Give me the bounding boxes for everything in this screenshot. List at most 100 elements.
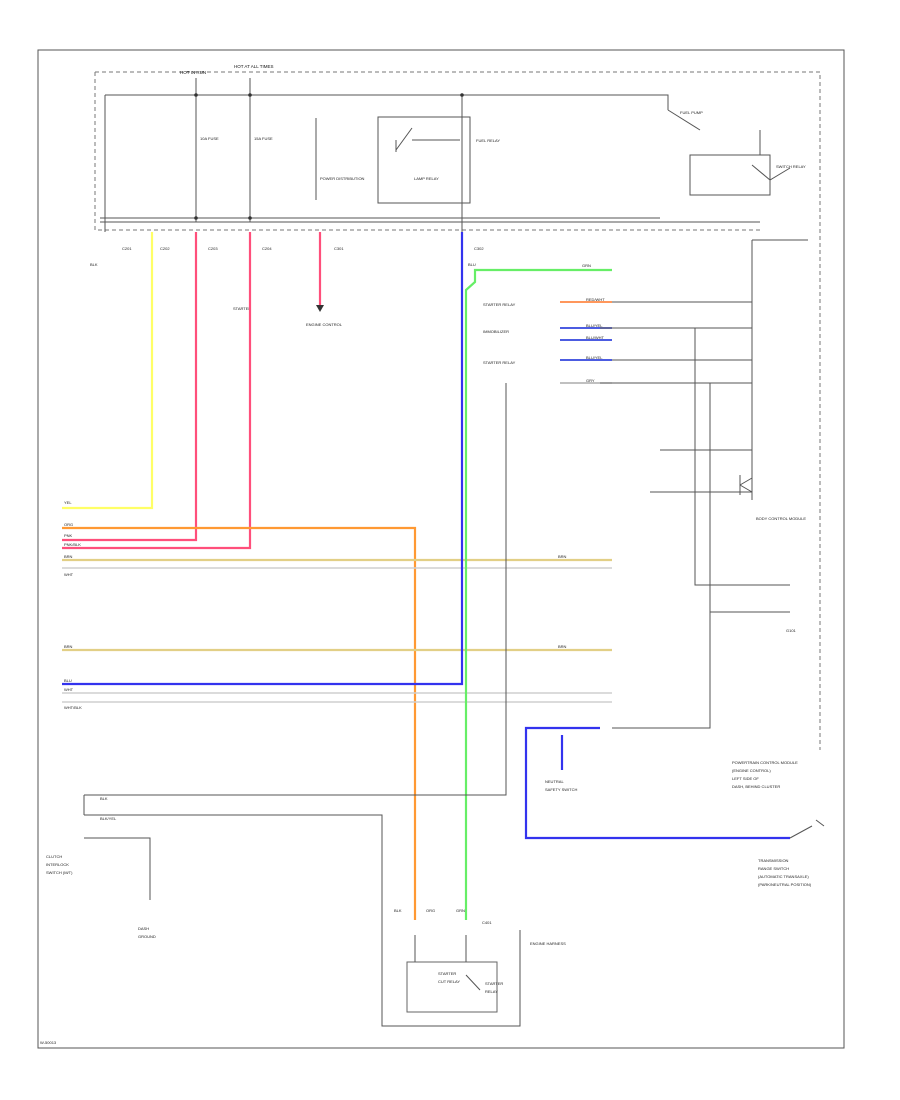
connector-label-7: C302 bbox=[474, 246, 484, 251]
wire-white-label-1: WHT bbox=[64, 572, 74, 577]
clutch-wire-label-1: BLK bbox=[100, 796, 108, 801]
switch-relay-contact bbox=[751, 130, 791, 181]
engine-harness-label: ENGINE HARNESS bbox=[530, 941, 566, 946]
clutch-switch-label-2: INTERLOCK bbox=[46, 862, 69, 867]
control-line-2 bbox=[600, 382, 711, 729]
wire-orange-label: ORG bbox=[64, 522, 73, 527]
control-line-1 bbox=[600, 327, 790, 586]
lamp-relay-switch bbox=[395, 127, 463, 160]
connector-label-1: BLK bbox=[90, 262, 98, 267]
dash-ground-label-2: GROUND bbox=[138, 934, 156, 939]
wire-blue-trs bbox=[524, 726, 790, 840]
signal-label-3: STARTER RELAY bbox=[483, 360, 516, 365]
clutch-switch-label-1: CLUTCH bbox=[46, 854, 62, 859]
fuse-box-boundary-left bbox=[94, 72, 760, 231]
engine-control-arrow bbox=[316, 305, 324, 312]
signal-wire-label-5: GRY bbox=[586, 378, 595, 383]
diagram-code-label: W-50013 bbox=[40, 1040, 57, 1045]
starter-cut-relay-box bbox=[406, 961, 498, 1013]
starter-relay-label-2: RELAY bbox=[485, 989, 498, 994]
lamp-relay-box bbox=[377, 116, 471, 204]
wire-pink-label-2: PNK/BLK bbox=[64, 542, 81, 547]
engine-control-label: ENGINE CONTROL bbox=[306, 322, 343, 327]
trs-label-1: TRANSMISSION bbox=[758, 858, 789, 863]
hot-in-run-label: HOT IN RUN bbox=[180, 70, 206, 75]
connector-label-5: C204 bbox=[262, 246, 272, 251]
fuel-pump-label: FUEL PUMP bbox=[680, 110, 703, 115]
wire-pink-1 bbox=[62, 232, 198, 542]
fuel-relay-label: FUEL RELAY bbox=[476, 138, 500, 143]
trs-label-2: RANGE SWITCH bbox=[758, 866, 789, 871]
bus-junction-4 bbox=[194, 216, 198, 220]
pcm-label-2: (ENGINE CONTROL) bbox=[732, 768, 771, 773]
trs-label-4: (PARK/NEUTRAL POSITION) bbox=[758, 882, 812, 887]
wire-yellow bbox=[62, 232, 154, 510]
signal-wire-label-3: BLU/WHT bbox=[586, 335, 605, 340]
wire-blue-top-label: BLU bbox=[468, 262, 476, 267]
bus-junction-5 bbox=[248, 216, 252, 220]
bus-junction-2 bbox=[248, 93, 252, 97]
control-line-3 bbox=[84, 383, 507, 796]
clutch-switch-lines bbox=[83, 795, 521, 1027]
wire-green bbox=[464, 268, 612, 920]
bus-junction-1 bbox=[194, 93, 198, 97]
switch-relay-box bbox=[689, 154, 771, 196]
wire-blue bbox=[62, 232, 464, 686]
signal-wire-label-4: BLU/YEL bbox=[586, 355, 603, 360]
ground-label: G101 bbox=[786, 628, 797, 633]
dash-ground-label-1: DASH bbox=[138, 926, 149, 931]
wire-tan-label-3: BRN bbox=[558, 554, 567, 559]
switch-relay-label: SWITCH RELAY bbox=[776, 164, 806, 169]
neutral-switch-label-2: SAFETY SWITCH bbox=[545, 787, 577, 792]
clutch-wire-label-2: BLK/YEL bbox=[100, 816, 117, 821]
wire-yellow-label: YEL bbox=[64, 500, 72, 505]
wire-tan-label-1: BRN bbox=[64, 554, 73, 559]
bus-junction-3 bbox=[460, 93, 464, 97]
switch-relay-wire bbox=[667, 109, 701, 131]
body-control-transistor bbox=[739, 475, 753, 495]
signal-wire-label-2: BLU/YEL bbox=[586, 323, 603, 328]
starter-relay-label-1: STARTER bbox=[485, 981, 503, 986]
neutral-switch-label-1: NEUTRAL bbox=[545, 779, 564, 784]
trs-switch bbox=[789, 819, 825, 839]
wire-pink-label-1: PNK bbox=[64, 533, 73, 538]
signal-label-1: STARTER RELAY bbox=[483, 302, 516, 307]
bottom-wire-label-1: BLK bbox=[394, 908, 402, 913]
connector-label-2: C201 bbox=[122, 246, 132, 251]
clutch-switch-label-3: SWITCH (M/T) bbox=[46, 870, 73, 875]
connector-label-4: C203 bbox=[208, 246, 218, 251]
wire-white-label-2: WHT bbox=[64, 687, 74, 692]
connector-label-6: C301 bbox=[334, 246, 344, 251]
body-control-label: BODY CONTROL MODULE bbox=[756, 516, 806, 521]
starter-cut-relay-label-1: STARTER bbox=[438, 971, 456, 976]
wire-green-label: GRN bbox=[582, 263, 591, 268]
signal-label-2: IMMOBILIZER bbox=[483, 329, 509, 334]
hot-at-all-times-label: HOT AT ALL TIMES bbox=[234, 64, 274, 69]
wire-blue-label: BLU bbox=[64, 678, 72, 683]
clutch-switch-ground bbox=[84, 837, 151, 900]
body-control-outline bbox=[751, 239, 808, 500]
starter-cut-relay-contact bbox=[414, 935, 481, 991]
pcm-label-1: POWERTRAIN CONTROL MODULE bbox=[732, 760, 798, 765]
connector-label-3: C202 bbox=[160, 246, 170, 251]
fuse-box-boundary bbox=[95, 71, 821, 750]
wire-orange bbox=[62, 526, 417, 920]
power-distribution-label: POWER DISTRIBUTION bbox=[320, 176, 365, 181]
wire-pink-2 bbox=[62, 232, 252, 550]
lamp-relay-label: LAMP RELAY bbox=[414, 176, 439, 181]
fuse-15a-label: 15A FUSE bbox=[254, 136, 273, 141]
signal-wire-label-1: RED/WHT bbox=[586, 297, 605, 302]
trs-label-3: (AUTOMATIC TRANSAXLE) bbox=[758, 874, 809, 879]
fuse-10a-label: 10A FUSE bbox=[200, 136, 219, 141]
starter-cut-relay-label-2: CUT RELAY bbox=[438, 979, 460, 984]
bottom-connector-label: C401 bbox=[482, 920, 492, 925]
wire-tan-label-4: BRN bbox=[558, 644, 567, 649]
wire-tan-label-2: BRN bbox=[64, 644, 73, 649]
bottom-wire-label-3: GRN bbox=[456, 908, 465, 913]
pcm-label-4: DASH, BEHIND CLUSTER bbox=[732, 784, 780, 789]
pcm-label-3: LEFT SIDE OF bbox=[732, 776, 759, 781]
wire-white-label-3: WHT/BLK bbox=[64, 705, 82, 710]
bottom-wire-label-2: ORG bbox=[426, 908, 435, 913]
starter-label: STARTER bbox=[233, 306, 251, 311]
